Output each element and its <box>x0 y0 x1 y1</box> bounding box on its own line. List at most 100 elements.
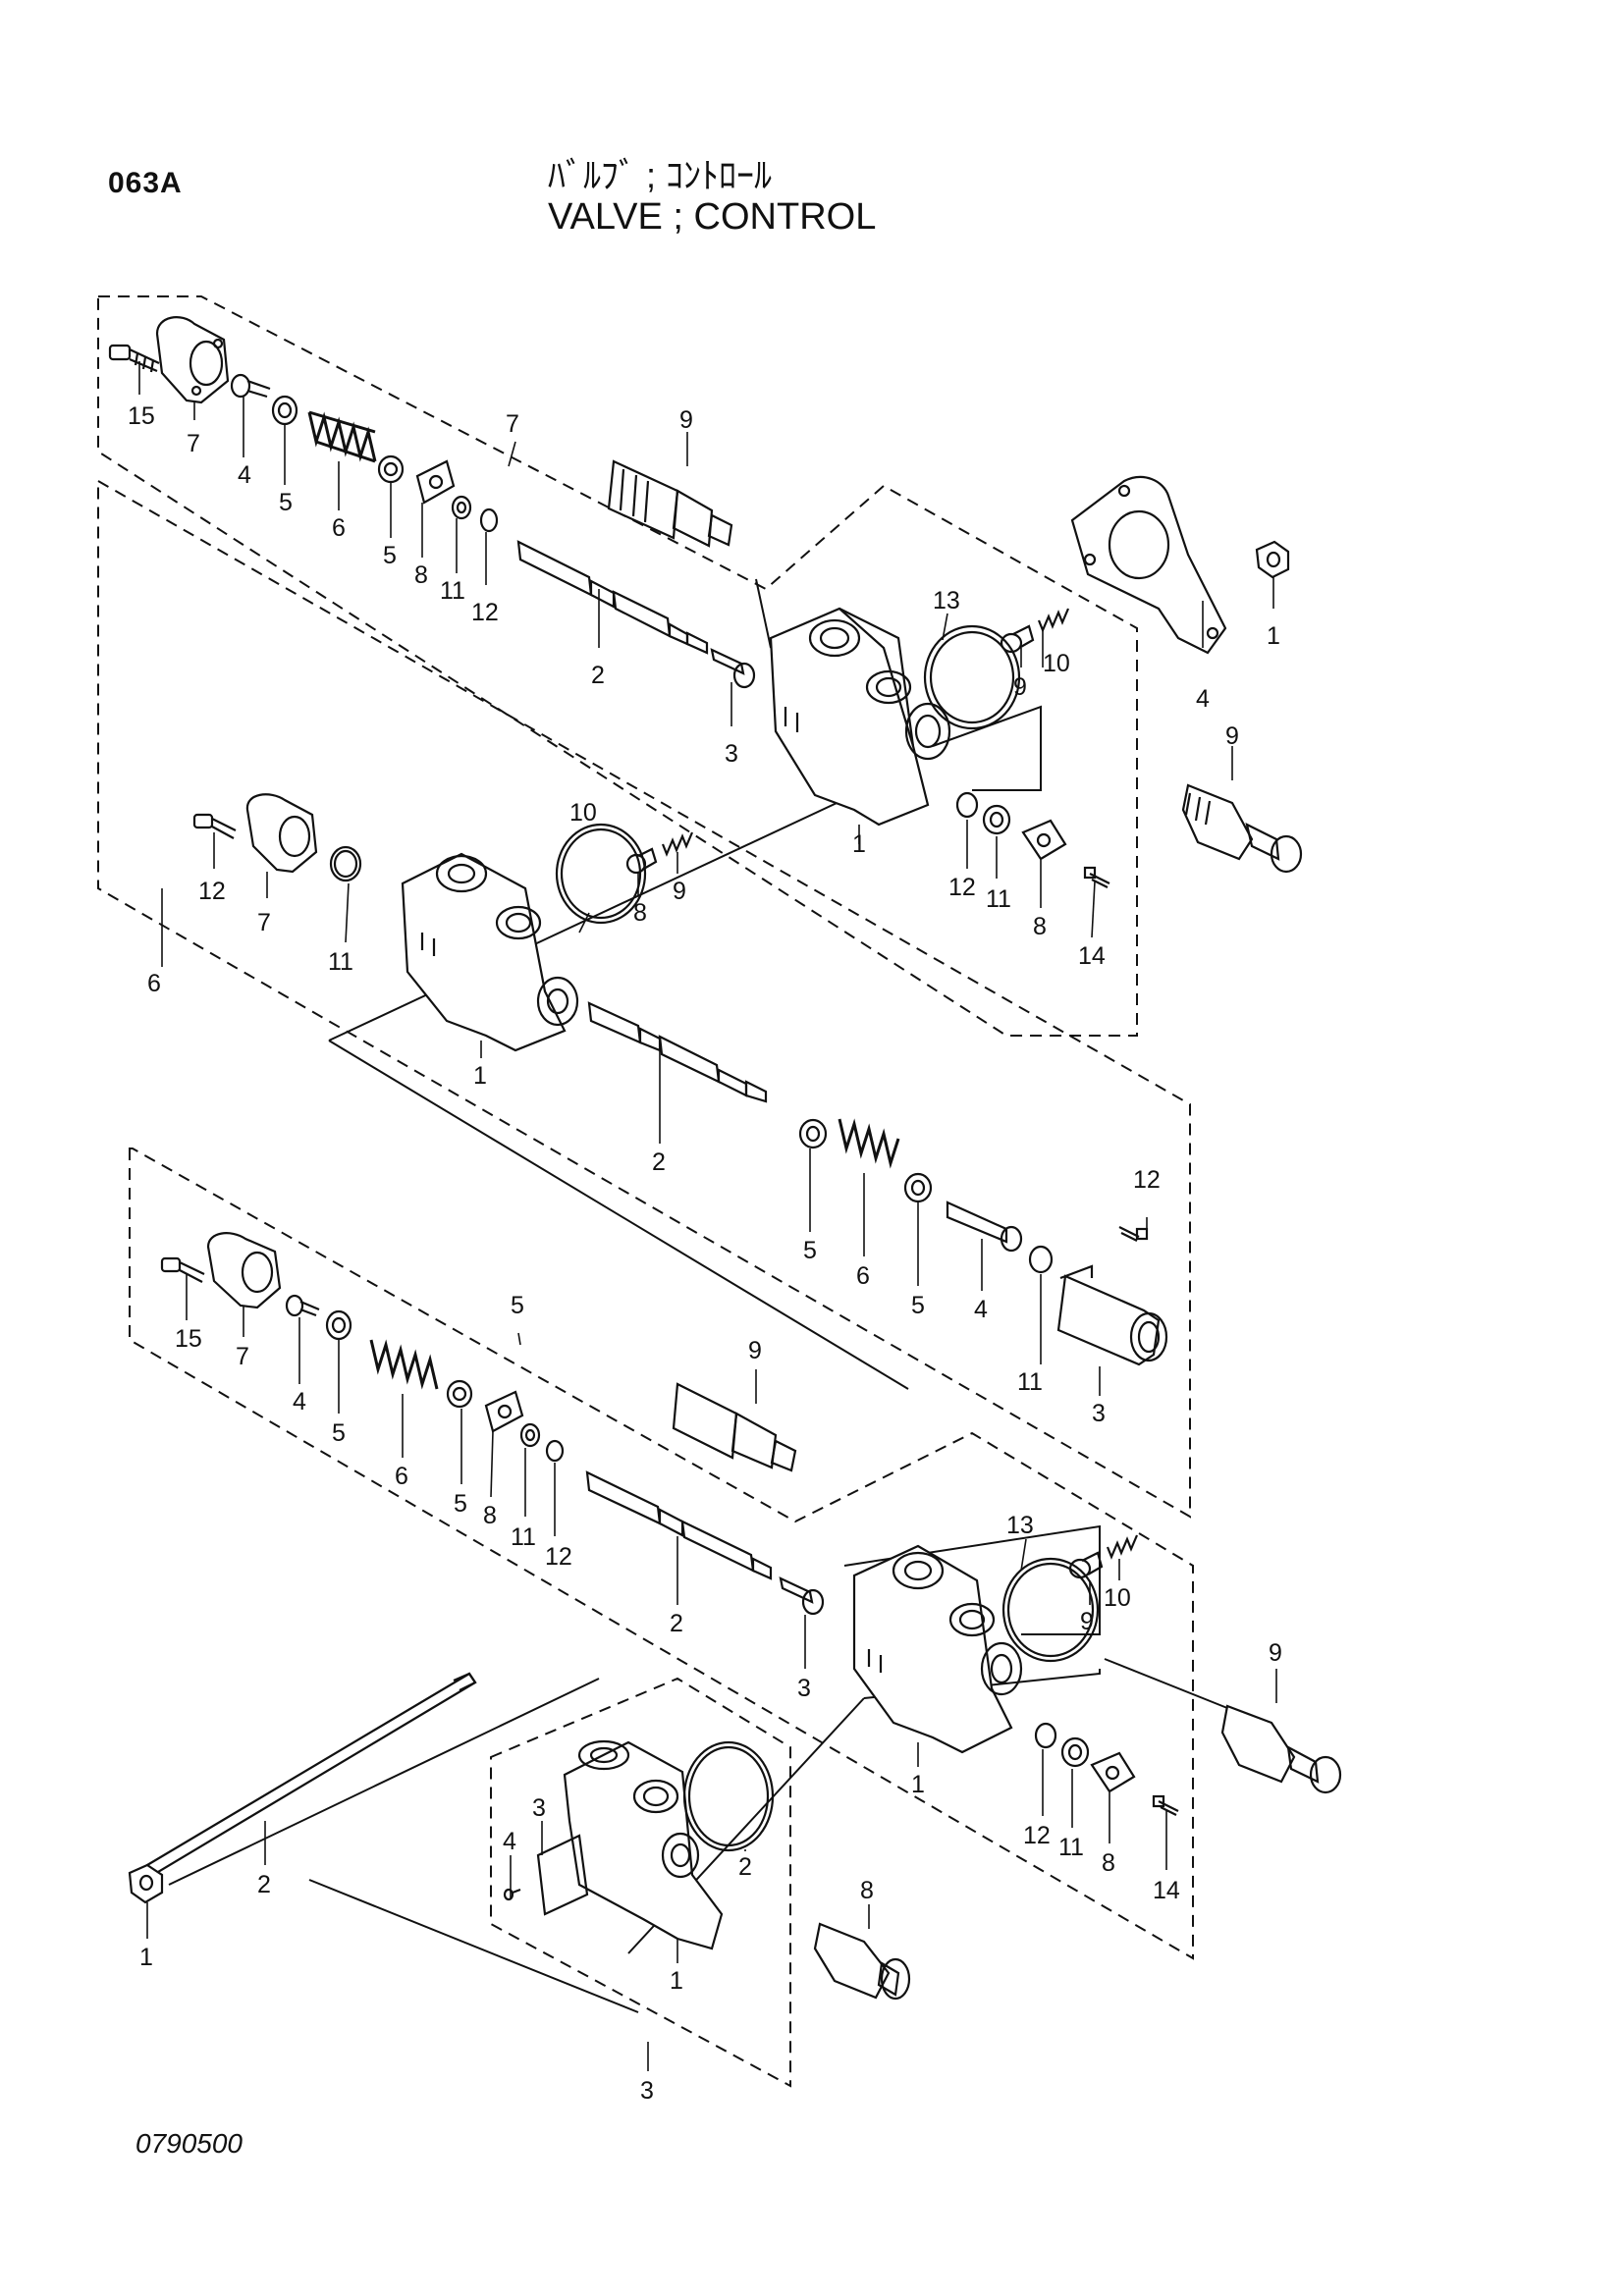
cover-flange-icon <box>206 1232 282 1309</box>
part-label: 9 <box>1013 673 1027 701</box>
relief-valve-icon <box>1220 1704 1342 1794</box>
section-code: 063A <box>108 167 183 199</box>
part-label: 6 <box>395 1463 408 1490</box>
o-ring-icon <box>329 845 362 882</box>
small-plug-icon <box>1068 1551 1104 1579</box>
part-label: 8 <box>1033 913 1047 940</box>
spring-seat-icon <box>271 395 298 426</box>
part-label: 5 <box>332 1419 346 1447</box>
part-label: 5 <box>383 542 397 569</box>
line-middle-stack <box>328 789 865 1041</box>
part-label: 12 <box>1023 1822 1051 1849</box>
small-bolt-icon <box>1083 866 1110 888</box>
relief-valve-icon <box>607 459 733 548</box>
line-right-lower <box>1104 1658 1228 1709</box>
o-ring-large-icon <box>1001 1557 1100 1663</box>
spring-icon <box>369 1339 439 1390</box>
small-bolt-icon <box>1118 1226 1149 1242</box>
label-leaders <box>138 361 1277 2071</box>
outline-upper-group-7 <box>97 295 1138 1037</box>
o-ring-icon <box>545 1439 565 1463</box>
part-label: 7 <box>236 1343 249 1370</box>
part-label: 8 <box>633 899 647 927</box>
relief-valve-icon <box>813 1922 911 2001</box>
o-ring-icon <box>479 507 499 533</box>
o-ring-icon <box>519 1422 541 1448</box>
part-label: 15 <box>175 1325 202 1353</box>
part-label: 12 <box>471 599 499 626</box>
cover-plate-icon <box>536 1834 589 1916</box>
gasket-plate-icon <box>415 459 456 505</box>
part-label: 4 <box>974 1296 988 1323</box>
drawing-number: 0790500 <box>135 2128 243 2159</box>
part-label: 8 <box>860 1877 874 1904</box>
part-label: 6 <box>332 514 346 542</box>
small-spring-icon <box>1037 608 1070 633</box>
part-label: 12 <box>948 874 976 901</box>
part-label: 14 <box>1078 942 1106 970</box>
part-label: 9 <box>1080 1608 1094 1635</box>
spring-seat-icon <box>377 454 405 484</box>
small-plug-icon <box>1000 624 1035 654</box>
bottom-components <box>128 1672 911 2001</box>
small-bolt-icon <box>1152 1794 1179 1816</box>
part-label: 2 <box>591 662 605 689</box>
nut-icon <box>128 1863 164 1904</box>
part-label: 11 <box>986 885 1011 913</box>
spring-icon <box>838 1118 900 1169</box>
spring-seat-icon <box>798 1118 828 1149</box>
o-ring-icon <box>1034 1722 1057 1749</box>
o-ring-large-icon <box>682 1740 775 1852</box>
part-label: 11 <box>1017 1368 1043 1396</box>
o-ring-large-icon <box>555 823 647 925</box>
inlet-body-icon <box>563 1739 724 1950</box>
line-rod-diagonal-a <box>168 1678 600 1886</box>
part-label: 8 <box>483 1502 497 1529</box>
part-label: 5 <box>279 489 293 516</box>
middle-components <box>192 793 1168 1366</box>
part-label: 4 <box>293 1388 306 1415</box>
part-label: 9 <box>1225 722 1239 750</box>
flange-icon <box>1021 819 1067 861</box>
tie-rod-icon <box>145 1672 477 1877</box>
part-label: 12 <box>1133 1166 1161 1194</box>
callout-labels: 15 7 4 5 6 5 8 11 12 7 9 2 3 13 9 10 4 1… <box>128 402 1282 2105</box>
part-label: 1 <box>473 1062 487 1090</box>
o-ring-large-icon <box>923 624 1021 730</box>
part-label: 8 <box>1102 1849 1115 1877</box>
valve-body-icon <box>769 607 951 827</box>
outline-middle-group-6 <box>97 479 1191 1519</box>
part-label: 4 <box>238 461 251 489</box>
title-english: VALVE ; CONTROL <box>548 196 877 238</box>
valve-body-icon <box>401 852 579 1052</box>
part-label: 7 <box>187 430 200 457</box>
cover-flange-icon <box>155 316 230 404</box>
o-ring-icon <box>955 791 979 819</box>
bolt-icon <box>160 1256 205 1283</box>
part-label: 11 <box>328 948 353 976</box>
bolt-icon <box>192 813 237 839</box>
part-label: 5 <box>803 1237 817 1264</box>
small-spring-icon <box>661 831 694 857</box>
spring-seat-icon <box>903 1172 933 1203</box>
small-spring-icon <box>1106 1534 1139 1560</box>
part-label: 12 <box>198 878 226 905</box>
relief-valve-icon <box>672 1382 797 1472</box>
small-plug-icon <box>625 847 658 875</box>
part-label: 6 <box>147 970 161 997</box>
part-label: 11 <box>1058 1834 1084 1861</box>
small-screw-icon <box>503 1888 521 1901</box>
spool-icon <box>516 540 709 655</box>
part-label: 1 <box>1267 622 1280 650</box>
part-label: 3 <box>725 740 738 768</box>
nut-icon <box>1255 540 1290 579</box>
part-label: 9 <box>1269 1639 1282 1667</box>
part-label: 3 <box>797 1675 811 1702</box>
part-label: 12 <box>545 1543 572 1571</box>
part-label: 6 <box>856 1262 870 1290</box>
spring-seat-icon <box>446 1379 473 1409</box>
part-label: 2 <box>652 1148 666 1176</box>
part-label: 2 <box>257 1871 271 1898</box>
